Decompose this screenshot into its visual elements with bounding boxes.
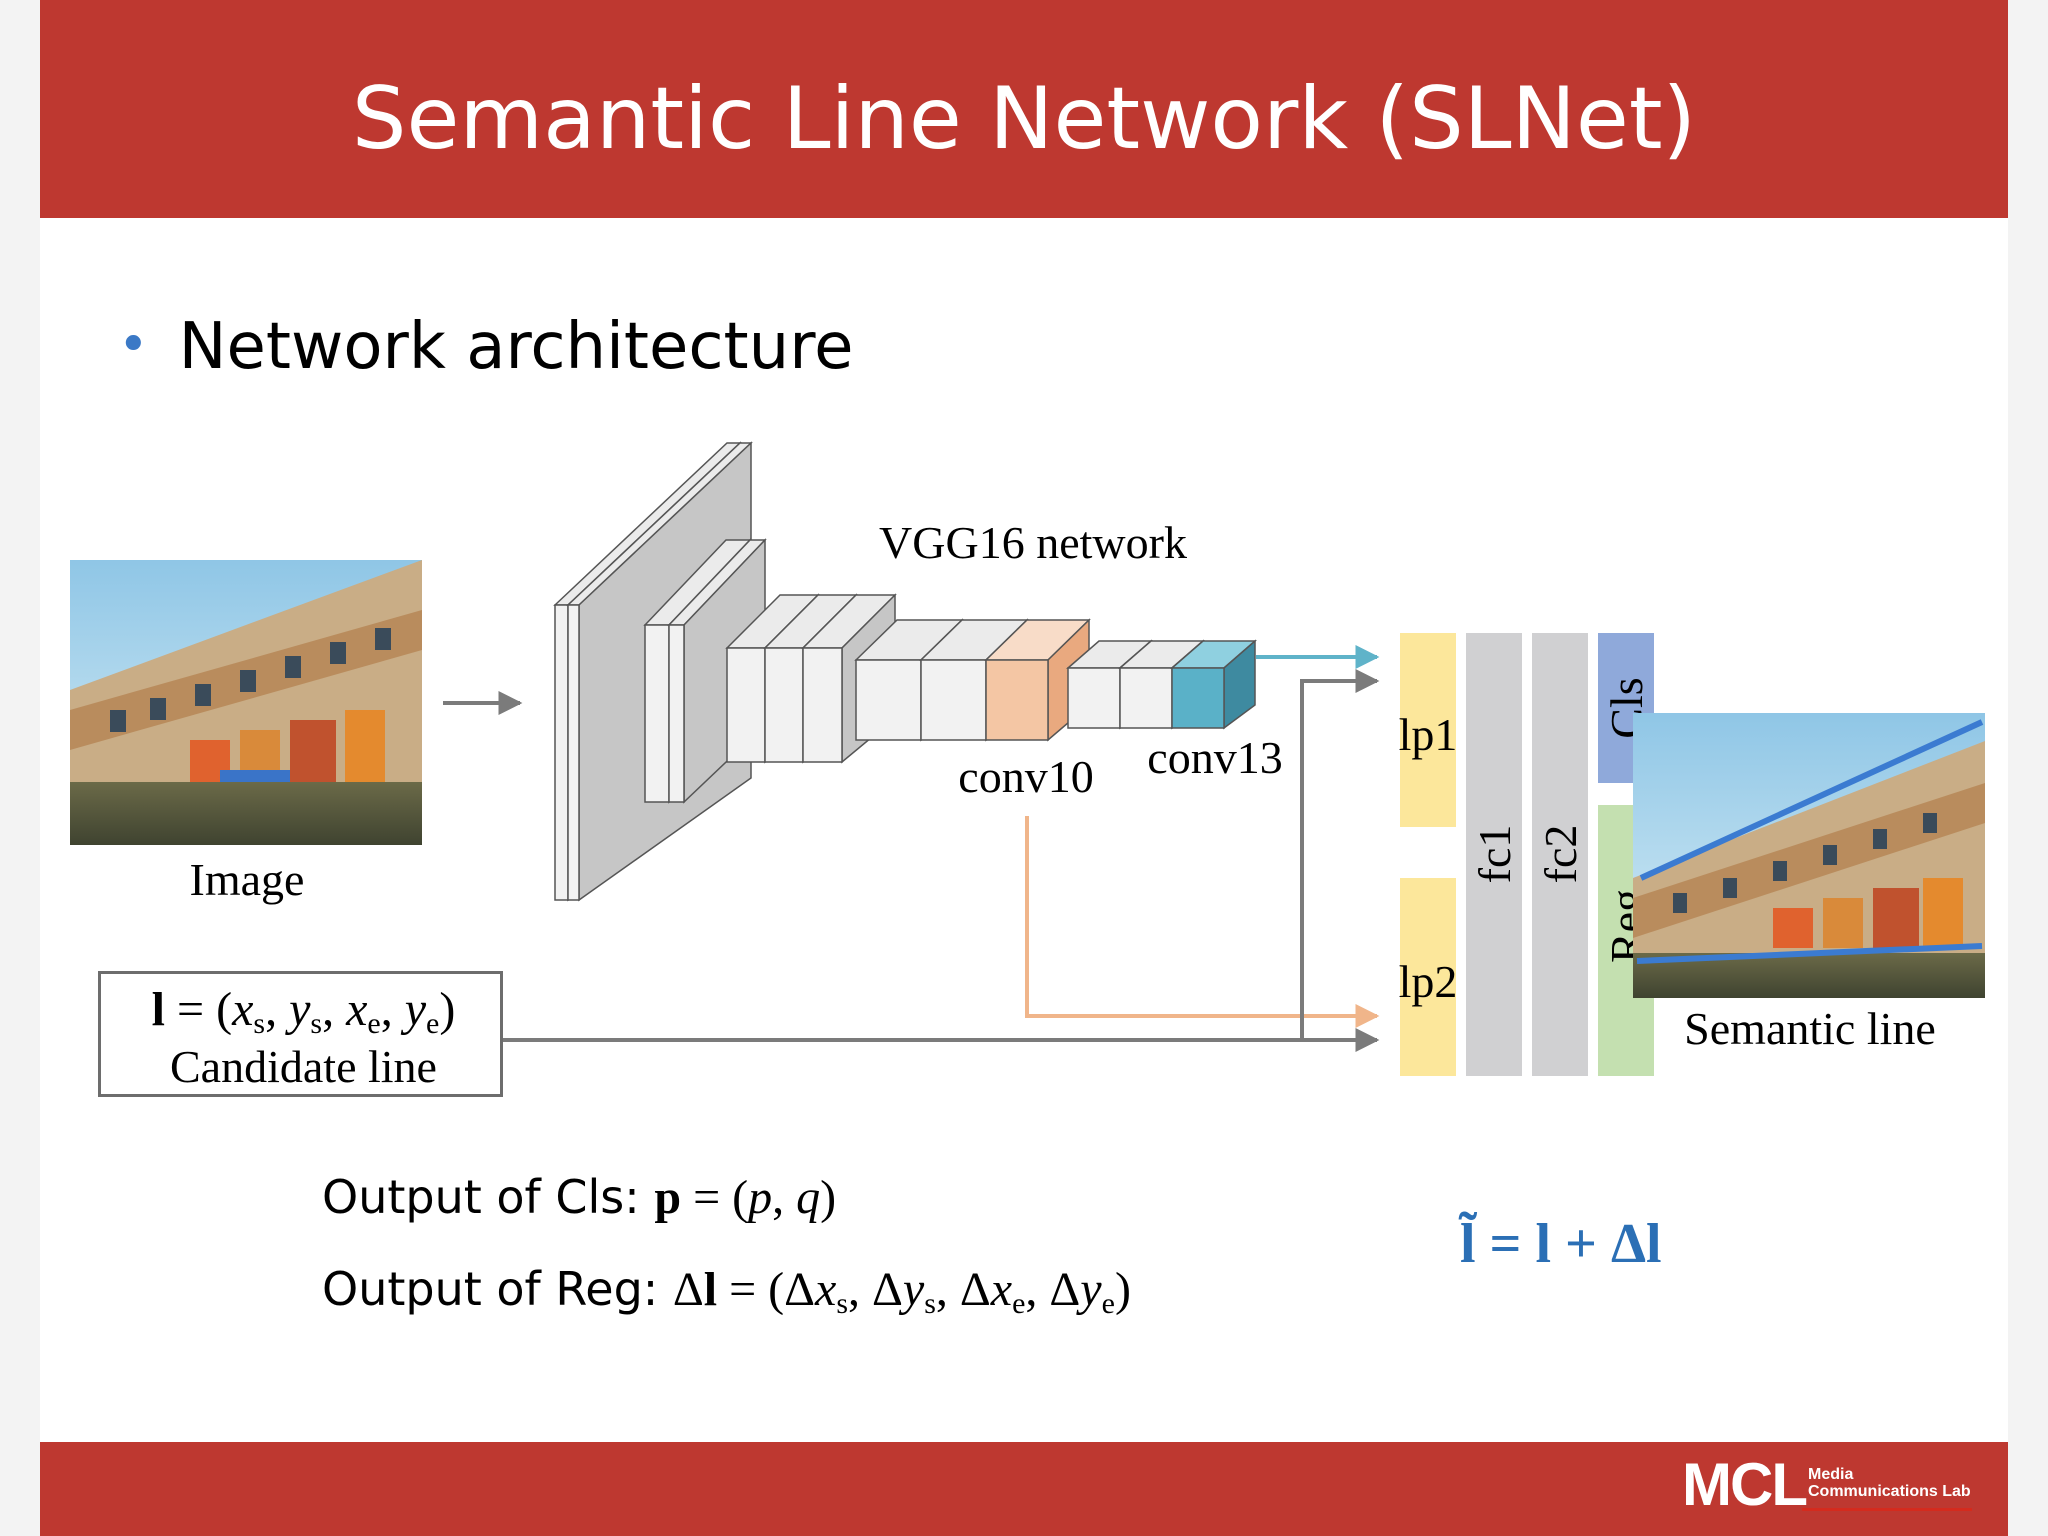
output-image bbox=[1633, 713, 1985, 998]
arrow-candidate-to-lp1 bbox=[1300, 669, 1380, 1040]
logo-line1: Media bbox=[1808, 1466, 1854, 1483]
cls-output-formula: Output of Cls: p = (p, q) bbox=[322, 1170, 837, 1224]
cls-output-label: Output of Cls: bbox=[322, 1170, 655, 1224]
slide-title: Semantic Line Network (SLNet) bbox=[351, 69, 1697, 169]
semantic-line-top bbox=[1639, 719, 1984, 881]
refinement-formula: l̃ = l + Δl bbox=[1460, 1213, 1662, 1275]
bullet-dot-icon: • bbox=[118, 315, 149, 375]
slide: Semantic Line Network (SLNet) • Network a… bbox=[40, 0, 2008, 1536]
logo-mcl: MCL bbox=[1682, 1451, 1808, 1518]
title-bar: Semantic Line Network (SLNet) bbox=[40, 0, 2008, 218]
semantic-line-bottom bbox=[1636, 943, 1983, 964]
input-image bbox=[70, 560, 422, 845]
fc1-label: fc1 bbox=[1469, 825, 1520, 884]
reg-output-label: Output of Reg: bbox=[322, 1262, 673, 1316]
semantic-line-label: Semantic line bbox=[1684, 1003, 1936, 1054]
candidate-line-box: l = (xs, ys, xe, ye) Candidate line bbox=[98, 971, 503, 1097]
candidate-line-label: Candidate line bbox=[170, 1041, 437, 1092]
vgg-layer-5 bbox=[1065, 639, 1258, 730]
architecture-diagram: Image bbox=[70, 441, 1985, 1076]
reg-output-formula: Output of Reg: Δl = (Δxs, Δys, Δxe, Δye) bbox=[322, 1262, 1131, 1320]
conv13-block bbox=[1171, 667, 1225, 729]
conv10-label: conv10 bbox=[958, 751, 1093, 802]
logo-line2: Communications Lab bbox=[1808, 1483, 1971, 1500]
logo-underline bbox=[1802, 1508, 1972, 1511]
vgg-layer-4 bbox=[854, 618, 1091, 742]
lp2-block bbox=[1400, 878, 1456, 1076]
fc2-label: fc2 bbox=[1535, 825, 1586, 884]
arrow-conv10-to-lp2 bbox=[1025, 816, 1380, 1028]
footer-bar bbox=[40, 1442, 2008, 1536]
bullet-item: • Network architecture bbox=[118, 310, 853, 384]
fc1-block bbox=[1466, 633, 1522, 1076]
image-label: Image bbox=[190, 854, 305, 905]
candidate-line-equation: l = (xs, ys, xe, ye) bbox=[151, 983, 456, 1040]
vgg-label: VGG16 network bbox=[879, 517, 1187, 568]
bullet-text: Network architecture bbox=[178, 310, 854, 384]
conv13-label: conv13 bbox=[1147, 732, 1282, 783]
conv10-block bbox=[985, 659, 1049, 741]
lp1-block bbox=[1400, 633, 1456, 827]
lp2-label: lp2 bbox=[1399, 956, 1458, 1007]
fc2-block bbox=[1532, 633, 1588, 1076]
lp1-label: lp1 bbox=[1399, 709, 1458, 760]
